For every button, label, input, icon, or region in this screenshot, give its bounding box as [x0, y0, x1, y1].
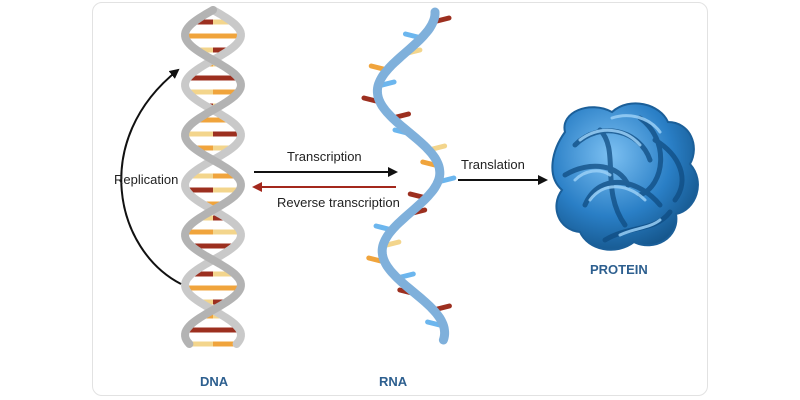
dna-caption: DNA [200, 374, 229, 389]
dna-double-helix-icon [181, 6, 245, 348]
transcription-label: Transcription [287, 149, 362, 164]
rna-caption: RNA [379, 374, 408, 389]
protein-caption: PROTEIN [590, 262, 648, 277]
reverse-transcription-label: Reverse transcription [277, 195, 400, 210]
translation-label: Translation [461, 157, 525, 172]
protein-fold-icon [551, 102, 699, 251]
rna-single-strand-icon [361, 7, 457, 345]
replication-label: Replication [114, 172, 178, 187]
replication-arrow [120, 68, 182, 285]
